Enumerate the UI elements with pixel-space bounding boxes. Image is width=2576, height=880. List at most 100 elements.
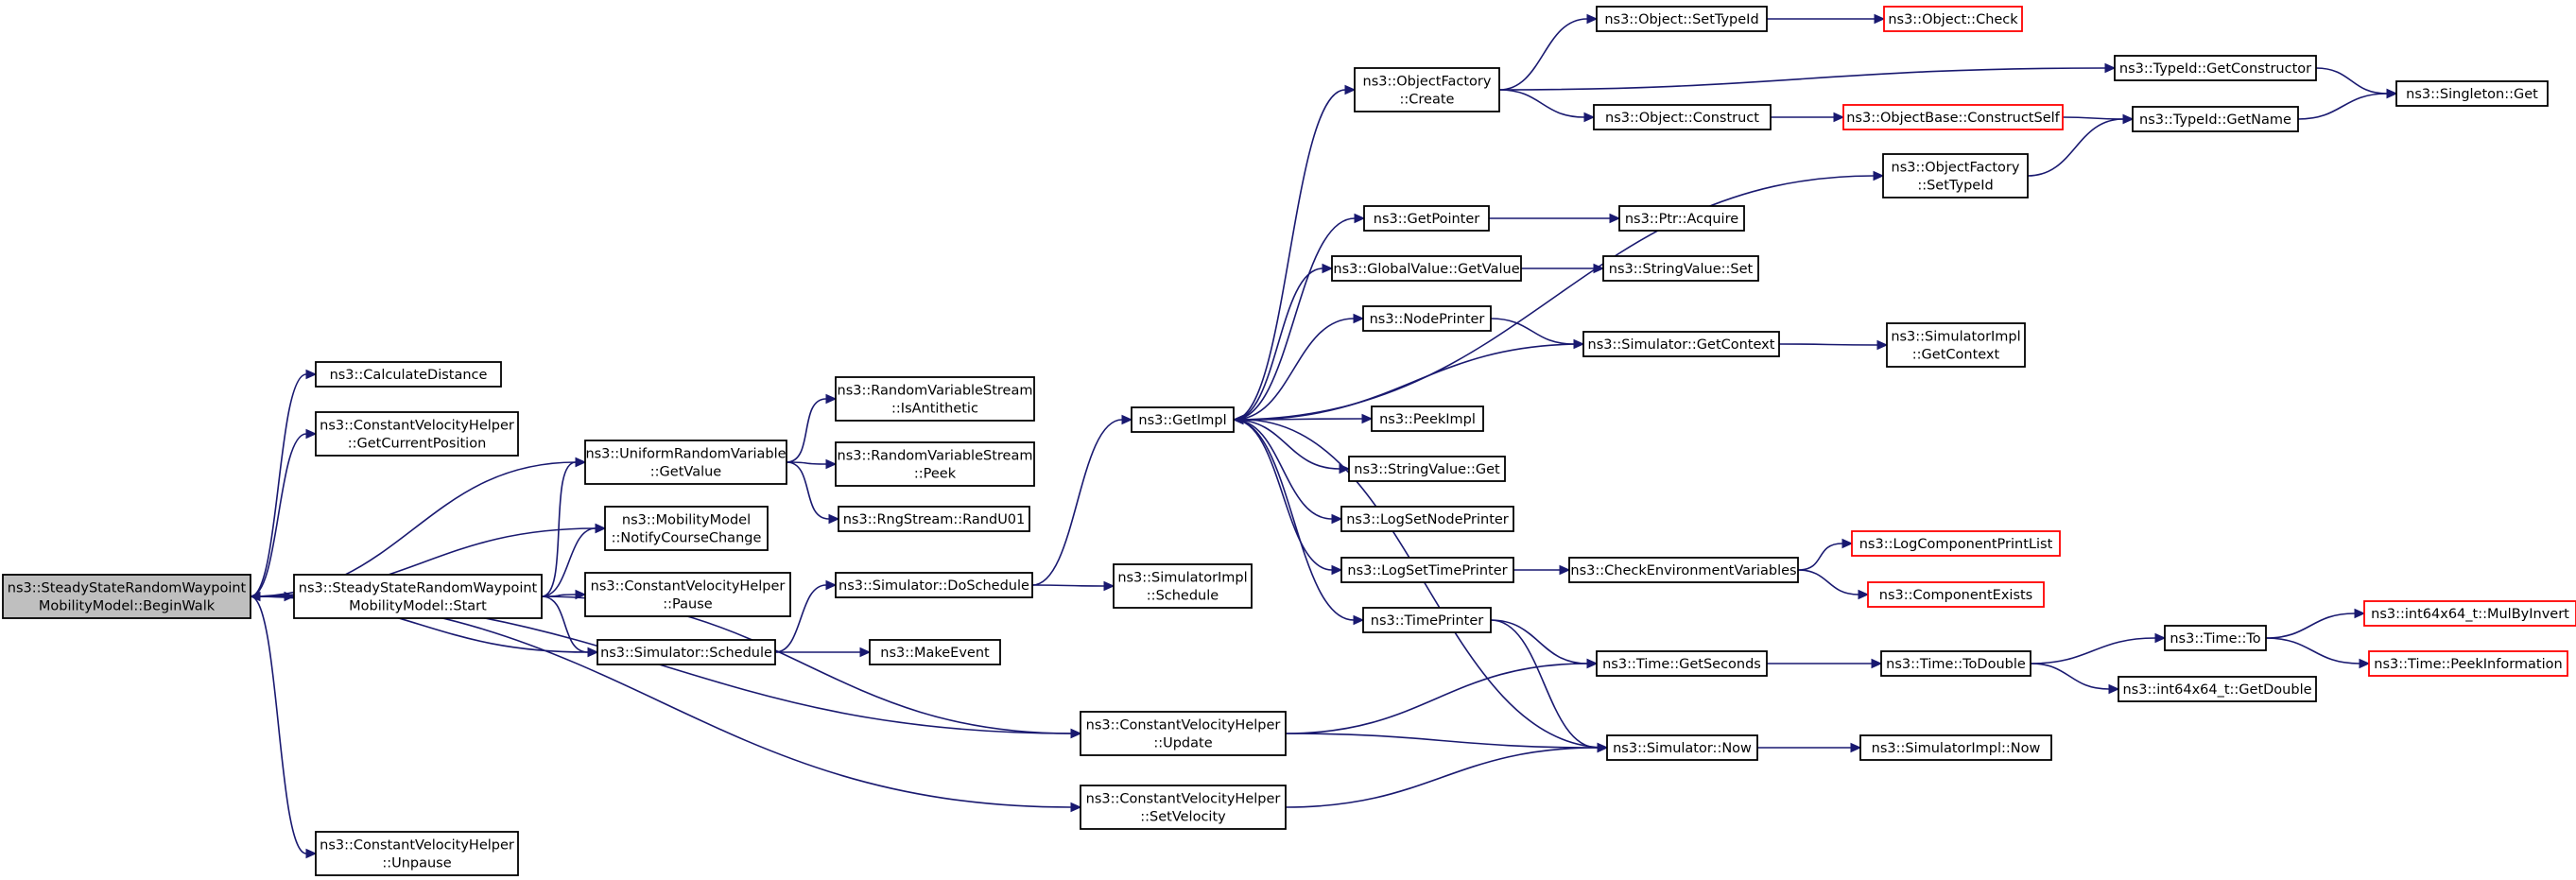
edge-path (1285, 733, 1599, 749)
node-label: ns3::CalculateDistance (330, 368, 488, 383)
node-time-getseconds[interactable]: ns3::Time::GetSeconds (1596, 650, 1768, 677)
node-label: ns3::NodePrinter (1370, 312, 1485, 327)
node-singleton-get[interactable]: ns3::Singleton::Get (2395, 80, 2549, 107)
node-int64-mulbyinvert[interactable]: ns3::int64x64_t::MulByInvert (2363, 600, 2576, 627)
node-label: ns3::Object::Construct (1605, 111, 1759, 126)
node-componentexists[interactable]: ns3::ComponentExists (1867, 581, 2045, 608)
call-edge (1797, 569, 1870, 600)
call-edge (1489, 213, 1621, 224)
call-edge (786, 458, 838, 470)
call-edge (541, 523, 607, 597)
node-simimpl-now[interactable]: ns3::SimulatorImpl::Now (1859, 734, 2052, 761)
node-gv-getvalue[interactable]: ns3::GlobalValue::GetValue (1331, 255, 1522, 282)
node-label: ns3::Simulator::DoSchedule (838, 578, 1029, 594)
node-logcomponentprintlist[interactable]: ns3::LogComponentPrintList (1851, 530, 2061, 557)
node-ptr-acquire[interactable]: ns3::Ptr::Acquire (1618, 205, 1745, 232)
node-box (2, 574, 251, 619)
node-timeprinter[interactable]: ns3::TimePrinter (1362, 607, 1492, 633)
node-label: ns3::Time::GetSeconds (1602, 657, 1761, 672)
node-mm-notify[interactable]: ns3::MobilityModel::NotifyCourseChange (604, 506, 769, 551)
node-label: ::GetCurrentPosition (348, 437, 487, 452)
node-calcdist[interactable]: ns3::CalculateDistance (315, 361, 502, 388)
node-rvs-peek[interactable]: ns3::RandomVariableStream::Peek (835, 441, 1035, 487)
node-nodeprinter[interactable]: ns3::NodePrinter (1362, 305, 1492, 332)
node-label: ns3::ObjectFactory (1892, 161, 2020, 176)
node-typeid-getname[interactable]: ns3::TypeId::GetName (2132, 106, 2299, 132)
call-edge (1233, 313, 1365, 421)
edge-path (250, 433, 307, 597)
node-ob-constructself[interactable]: ns3::ObjectBase::ConstructSelf (1842, 104, 2064, 130)
node-label: ns3::RandomVariableStream (838, 449, 1033, 464)
node-cvh-update[interactable]: ns3::ConstantVelocityHelper::Update (1080, 711, 1287, 756)
arrowhead (1858, 589, 1870, 600)
arrowhead (249, 591, 261, 602)
node-sim-doschedule[interactable]: ns3::Simulator::DoSchedule (835, 572, 1033, 598)
node-label: ns3::ObjectFactory (1363, 75, 1492, 90)
node-int64-getdouble[interactable]: ns3::int64x64_t::GetDouble (2118, 676, 2317, 702)
node-urv-getvalue[interactable]: ns3::UniformRandomVariable::GetValue (584, 440, 787, 485)
edge-path (2030, 663, 2110, 690)
node-box (2132, 106, 2299, 132)
node-rvs-isanti[interactable]: ns3::RandomVariableStream::IsAntithetic (835, 376, 1035, 422)
call-edge (1232, 414, 1608, 749)
node-typeid-getconstructor[interactable]: ns3::TypeId::GetConstructor (2114, 55, 2317, 81)
call-edge (1233, 419, 1365, 626)
node-getpointer[interactable]: ns3::GetPointer (1363, 205, 1490, 232)
node-checkenv[interactable]: ns3::CheckEnvironmentVariables (1568, 557, 1799, 583)
node-box (1593, 104, 1772, 130)
node-obj-check[interactable]: ns3::Object::Check (1883, 6, 2023, 32)
call-edge (774, 647, 872, 658)
node-sim-now[interactable]: ns3::Simulator::Now (1606, 734, 1758, 761)
node-box (2118, 676, 2317, 702)
node-time-to[interactable]: ns3::Time::To (2164, 625, 2267, 651)
call-edge (1233, 419, 1343, 576)
node-obj-construct[interactable]: ns3::Object::Construct (1593, 104, 1772, 130)
call-edges (249, 13, 2398, 859)
node-time-todouble[interactable]: ns3::Time::ToDouble (1880, 650, 2031, 677)
call-edge (2265, 608, 2366, 639)
node-sim-schedule[interactable]: ns3::Simulator::Schedule (596, 639, 776, 665)
node-label: ns3::SteadyStateRandomWaypoint (8, 581, 247, 596)
node-sv-set[interactable]: ns3::StringValue::Set (1602, 255, 1759, 282)
node-logsetnodeprinter[interactable]: ns3::LogSetNodePrinter (1340, 506, 1514, 532)
node-logsettimeprinter[interactable]: ns3::LogSetTimePrinter (1340, 557, 1514, 583)
edge-path (1490, 619, 1599, 749)
node-of-settypeid[interactable]: ns3::ObjectFactory::SetTypeId (1882, 153, 2029, 198)
node-getimpl[interactable]: ns3::GetImpl (1131, 406, 1235, 433)
node-sv-get[interactable]: ns3::StringValue::Get (1348, 456, 1506, 482)
call-edge (2030, 663, 2120, 695)
node-makeevent[interactable]: ns3::MakeEvent (869, 639, 1001, 665)
edge-path (541, 461, 577, 597)
node-box (1340, 557, 1514, 583)
edge-path (1285, 663, 1588, 734)
node-obj-settypeid[interactable]: ns3::Object::SetTypeId (1596, 6, 1768, 32)
call-edge (1233, 419, 1343, 525)
node-sswp-start[interactable]: ns3::SteadyStateRandomWaypointMobilityMo… (293, 574, 543, 619)
node-sim-getcontext[interactable]: ns3::Simulator::GetContext (1582, 331, 1780, 357)
edge-path (1490, 318, 1575, 345)
edge-path (1797, 569, 1859, 595)
node-cvh-unpause[interactable]: ns3::ConstantVelocityHelper::Unpause (315, 831, 519, 876)
node-cvh-getpos[interactable]: ns3::ConstantVelocityHelper::GetCurrentP… (315, 411, 519, 457)
node-label: ns3::SimulatorImpl (1891, 330, 2020, 345)
node-cvh-setvel[interactable]: ns3::ConstantVelocityHelper::SetVelocity (1080, 785, 1287, 830)
node-box (1362, 305, 1492, 332)
node-peekimpl[interactable]: ns3::PeekImpl (1371, 405, 1484, 432)
node-simimpl-getcontext[interactable]: ns3::SimulatorImpl::GetContext (1886, 322, 2026, 368)
node-root[interactable]: ns3::SteadyStateRandomWaypointMobilityMo… (2, 574, 251, 619)
edge-path (1797, 543, 1843, 571)
node-simimpl-schedule[interactable]: ns3::SimulatorImpl::Schedule (1113, 563, 1253, 609)
call-edge (1521, 263, 1605, 274)
node-rng-randu01[interactable]: ns3::RngStream::RandU01 (838, 506, 1030, 532)
arrowhead (2354, 608, 2366, 619)
node-of-create[interactable]: ns3::ObjectFactory::Create (1354, 67, 1500, 112)
call-edge (1771, 112, 1845, 123)
node-cvh-pause[interactable]: ns3::ConstantVelocityHelper::Pause (584, 572, 791, 617)
node-time-peekinfo[interactable]: ns3::Time::PeekInformation (2368, 650, 2568, 677)
arrowhead (1232, 414, 1244, 425)
node-box (293, 574, 543, 619)
arrowhead (1353, 614, 1365, 626)
node-box (1080, 711, 1287, 756)
edge-path (1233, 419, 1340, 470)
arrowhead (825, 458, 838, 470)
